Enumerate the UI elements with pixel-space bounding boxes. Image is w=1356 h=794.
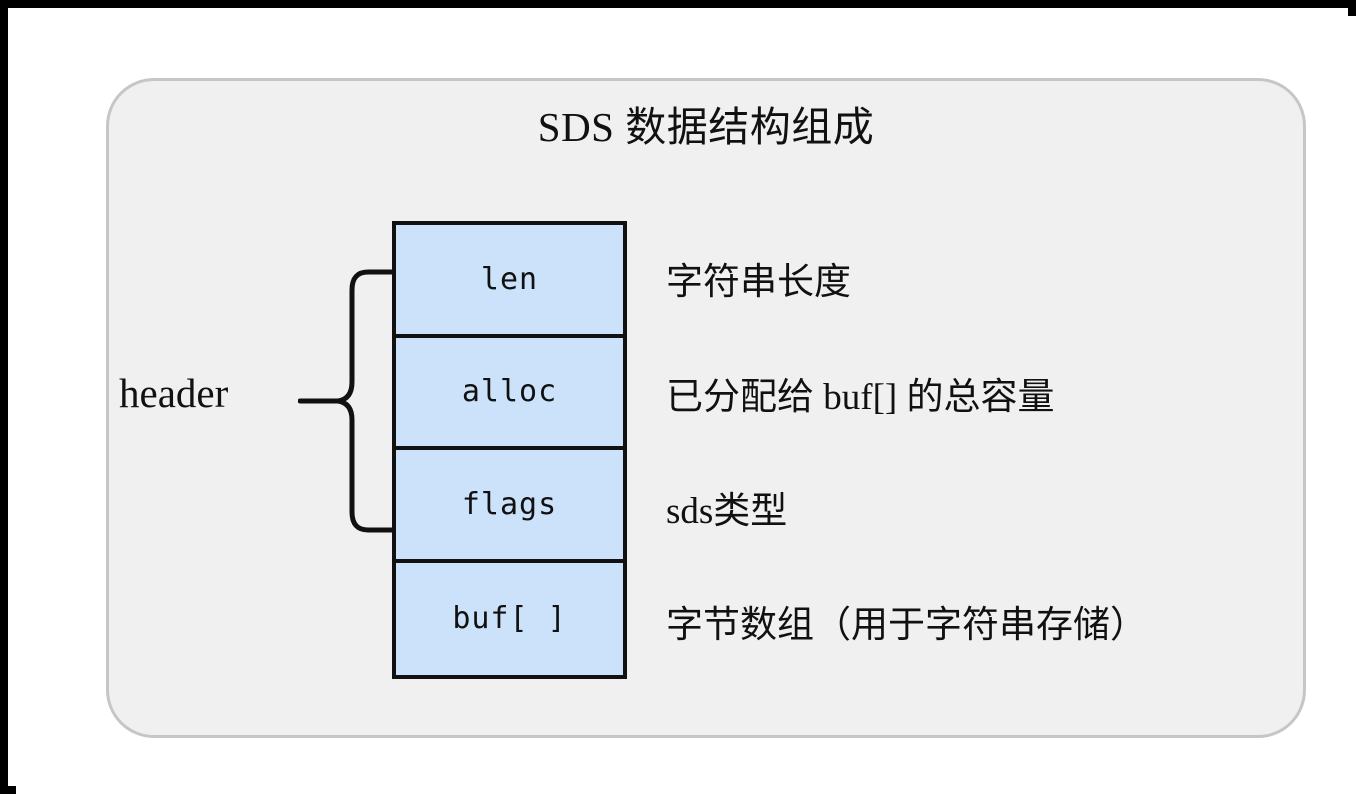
field-description-len: 字符串长度 <box>666 262 851 303</box>
field-box-len: len <box>396 225 623 338</box>
field-name-len: len <box>480 261 539 297</box>
header-group-label: header <box>119 370 229 416</box>
field-box-buf: buf[ ] <box>396 562 623 675</box>
diagram-canvas: SDS 数据结构组成 header len alloc flags buf[ ] <box>16 16 1356 794</box>
sds-struct-boxes: len alloc flags buf[ ] <box>392 221 627 679</box>
field-description-alloc: 已分配给 buf[] 的总容量 <box>666 377 1055 418</box>
field-description-buf: 字节数组（用于字符串存储） <box>666 605 1147 646</box>
page-title: SDS 数据结构组成 <box>537 104 875 150</box>
field-description-flags: sds类型 <box>666 491 788 532</box>
field-name-buf: buf[ ] <box>452 601 567 637</box>
field-box-alloc: alloc <box>396 337 623 450</box>
field-box-flags: flags <box>396 450 623 563</box>
field-name-alloc: alloc <box>461 374 558 410</box>
diagram-panel <box>106 78 1306 738</box>
field-name-flags: flags <box>461 486 558 522</box>
header-brace <box>298 266 398 536</box>
